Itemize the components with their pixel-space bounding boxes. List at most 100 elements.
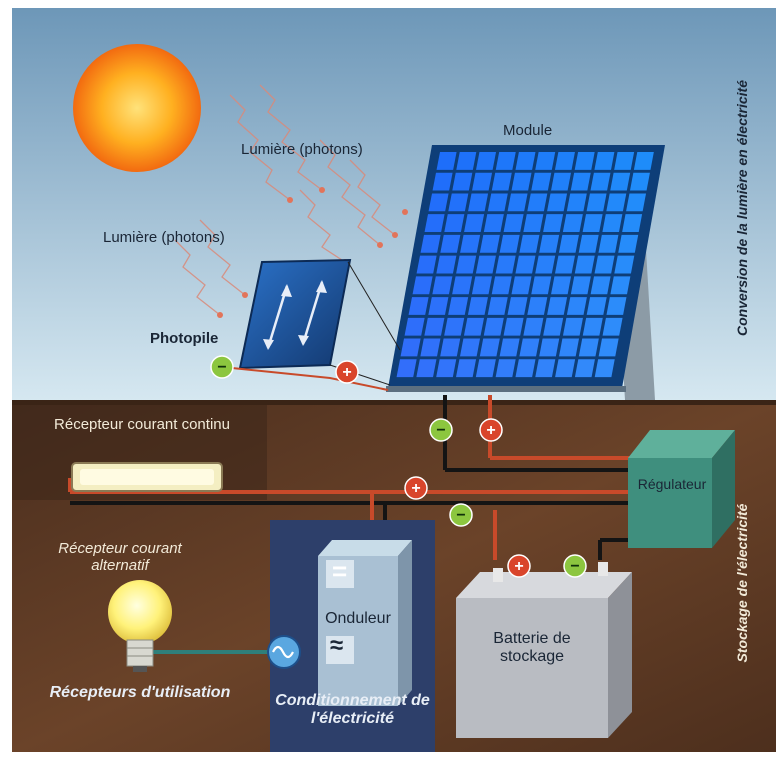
plus-sign: +: [486, 422, 495, 439]
ac-wave: [272, 645, 294, 659]
vertical-label-conversion: Conversion de la lumière en électricité: [734, 80, 750, 336]
module-cell: [610, 172, 631, 191]
module-cell: [491, 276, 512, 295]
module-cell: [452, 276, 473, 295]
module-cell: [432, 172, 453, 191]
regulator-label: Régulateur: [637, 476, 707, 492]
module-cell: [558, 234, 579, 253]
module-cell: [472, 172, 493, 191]
module-cell: [471, 276, 492, 295]
module-cell: [523, 214, 544, 233]
module-cell: [515, 359, 536, 378]
module-cell: [495, 152, 516, 170]
module-cell: [610, 276, 631, 295]
module-cell: [460, 234, 481, 253]
module-cell: [428, 297, 449, 315]
module-cell: [586, 193, 607, 212]
module-cell: [499, 338, 520, 357]
module-cell: [547, 297, 568, 315]
module-cell: [531, 276, 552, 295]
module-cell: [428, 193, 449, 212]
module-cell: [436, 255, 457, 274]
module-cell: [602, 214, 623, 233]
module-cell: [535, 255, 556, 274]
module-cell: [598, 338, 619, 357]
module-cell: [543, 317, 564, 336]
module-cell: [614, 152, 635, 170]
dc-receiver-label: Récepteur courant continu: [54, 416, 230, 433]
module-cell: [396, 359, 417, 378]
module-cell: [511, 276, 532, 295]
module-cell: [459, 338, 481, 357]
minus-sign: −: [217, 359, 226, 376]
minus-sign: −: [456, 507, 465, 524]
module-cell: [444, 214, 465, 233]
plus-badge: [404, 476, 428, 500]
module-cell: [495, 359, 516, 378]
plus-badge: [507, 554, 531, 578]
module-cell: [598, 234, 619, 253]
module-cell: [511, 172, 532, 191]
module-cell: [479, 338, 500, 357]
light-label-top: Lumière (photons): [241, 141, 363, 158]
module-cell: [614, 255, 635, 274]
module-label: Module: [503, 122, 553, 139]
module-cell: [503, 317, 524, 336]
module-cell: [590, 276, 611, 295]
module-cell: [551, 276, 572, 295]
module-cell: [467, 297, 488, 315]
minus-badge: [563, 554, 587, 578]
module-cell: [519, 234, 540, 253]
module-cell: [586, 297, 607, 315]
module-cell: [535, 359, 556, 378]
module-cell: [602, 317, 623, 336]
light-label-left: Lumière (photons): [103, 229, 225, 246]
module-cell: [574, 152, 595, 170]
module-cell: [463, 317, 485, 336]
module-cell: [531, 172, 552, 191]
module-cell: [618, 234, 639, 253]
module-cell: [515, 152, 536, 170]
module-cell: [606, 297, 627, 315]
module-cell: [432, 276, 453, 295]
module-cell: [590, 172, 611, 191]
light-bulb-icon: [108, 580, 172, 672]
photon-rays: [174, 84, 396, 316]
module-cell: [559, 338, 580, 357]
module-cell: [456, 152, 477, 170]
module-cell: [420, 338, 441, 357]
module-cell: [436, 152, 457, 170]
module-cell: [483, 214, 504, 233]
module-cell: [424, 214, 445, 233]
module-cell: [456, 255, 477, 274]
module-cell: [420, 234, 441, 253]
sun-icon: [73, 44, 201, 172]
ac-receiver-label: Récepteur courant alternatif: [58, 540, 182, 575]
module-cell: [527, 193, 548, 212]
module-cell: [594, 152, 615, 170]
module-cell: [444, 317, 465, 336]
ground-edge: [12, 400, 776, 405]
module-cell: [448, 193, 469, 212]
module-cell: [551, 172, 571, 191]
module-cell: [475, 359, 496, 378]
module-cell: [562, 214, 583, 233]
module-cell: [491, 172, 512, 191]
module-cell: [566, 193, 587, 212]
module-cell: [499, 234, 520, 253]
module-cell: [594, 255, 615, 274]
module-cell: [507, 297, 528, 315]
module-cell: [404, 317, 425, 336]
polarity-badges: −+−++−+−: [210, 355, 587, 578]
module-cell: [594, 359, 615, 378]
regulator-box: [628, 430, 735, 548]
module-cell: [519, 338, 540, 357]
vertical-label-storage: Stockage de l'électricité: [734, 503, 750, 663]
module-cell: [408, 297, 429, 315]
module-cell: [535, 152, 556, 170]
module-cell: [539, 338, 560, 357]
module-cell: [507, 193, 528, 212]
module-cell: [570, 276, 591, 295]
module-cell: [424, 317, 445, 336]
